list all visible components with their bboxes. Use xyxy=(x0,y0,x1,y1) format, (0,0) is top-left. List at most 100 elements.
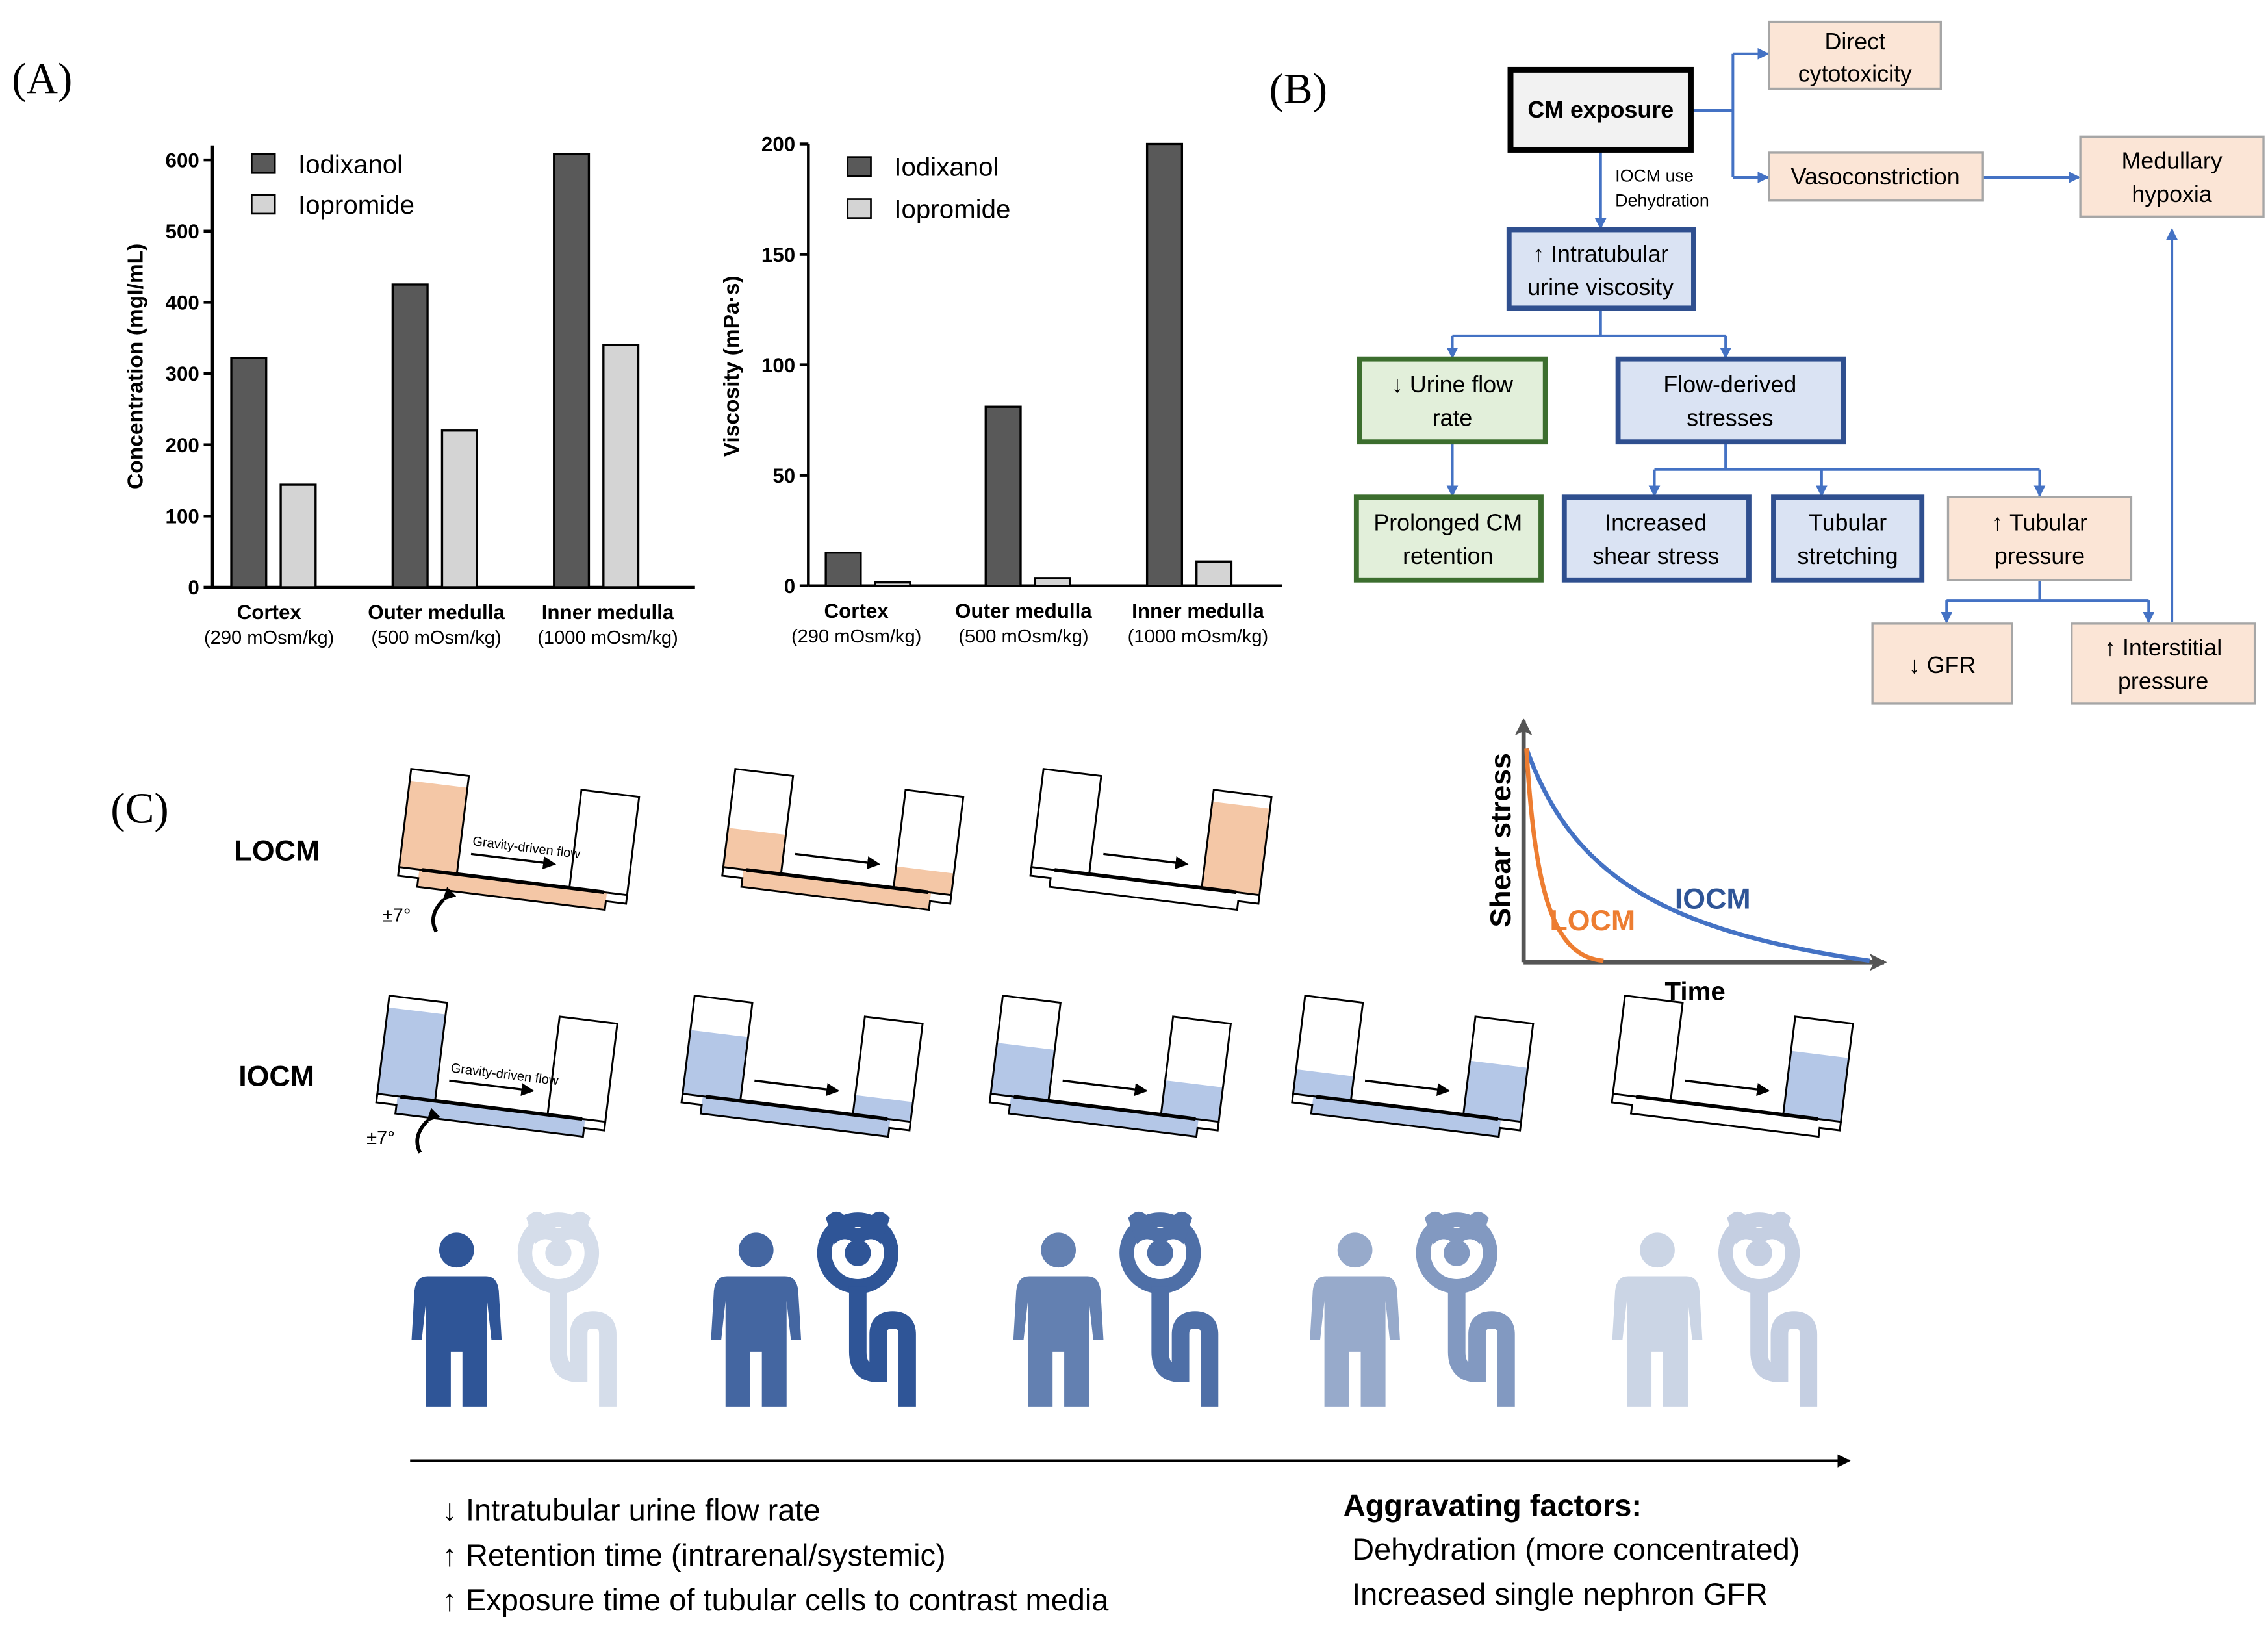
device-channel xyxy=(375,1093,607,1138)
device-channel xyxy=(1291,1093,1522,1138)
category-sublabel: (500 mOsm/kg) xyxy=(958,626,1088,647)
left-reservoir-liquid xyxy=(399,780,468,874)
left-reservoir-liquid xyxy=(1293,1069,1354,1101)
right-reservoir xyxy=(546,1015,618,1123)
cm-exposure-label: CM exposure xyxy=(1527,97,1674,123)
viscosity-line2: urine viscosity xyxy=(1527,274,1674,300)
shear-stress-box xyxy=(1561,494,1752,583)
category-sublabel: (1000 mOsm/kg) xyxy=(537,628,678,648)
tubular-pressure-line1: ↑ Tubular xyxy=(1992,510,2087,536)
device-channel xyxy=(721,867,952,911)
shear-stress-line2: shear stress xyxy=(1592,543,1719,569)
person-body xyxy=(411,1276,502,1407)
nephron-icon xyxy=(1718,1211,1818,1407)
interstitial-pressure-line2: pressure xyxy=(2118,668,2208,694)
category-label: Inner medulla xyxy=(1132,600,1264,622)
right-reservoir-liquid xyxy=(1463,1060,1528,1122)
aggravating-title: Aggravating factors: xyxy=(1344,1488,1642,1523)
y-tick-label: 200 xyxy=(761,133,795,156)
flow-derived-line2: stresses xyxy=(1687,405,1773,431)
device-channel xyxy=(988,1093,1220,1138)
device-channel-fill xyxy=(741,869,932,910)
device-base xyxy=(400,1095,583,1121)
chart2-legend-iodixanol: Iodixanol xyxy=(894,153,999,182)
device-base xyxy=(1054,868,1237,895)
gfr-label: ↓ GFR xyxy=(1909,652,1976,678)
chart2-legend-iopromide: Iopromide xyxy=(894,195,1010,224)
tubular-pressure-box xyxy=(1946,496,2133,581)
right-reservoir xyxy=(568,789,641,897)
effect-exposure-time: ↑ Exposure time of tubular cells to cont… xyxy=(442,1583,1109,1617)
chart1-legend-iodixanol: Iodixanol xyxy=(298,149,403,179)
flow-derived-line1: Flow-derived xyxy=(1663,372,1796,398)
flow-device: Gravity-driven flow xyxy=(375,995,618,1138)
y-tick-label: 200 xyxy=(166,434,199,457)
prolonged-retention-line2: retention xyxy=(1403,543,1493,569)
viscosity-line1: ↑ Intratubular xyxy=(1533,241,1668,267)
connector xyxy=(1452,308,1726,337)
medullary-hypoxia-box xyxy=(2079,135,2265,218)
bar-iodixanol-outer-medulla xyxy=(984,405,1022,587)
device-channel-fill xyxy=(1008,1096,1199,1137)
iocm-note-line2: Dehydration xyxy=(1615,191,1709,210)
flow-device xyxy=(721,767,965,911)
shear-iocm-label: IOCM xyxy=(1675,882,1751,915)
flowchart: CM exposure Direct cytotoxicity Vasocons… xyxy=(1353,20,2265,705)
interstitial-pressure-line1: ↑ Interstitial xyxy=(2104,635,2222,661)
iocm-tilt-arrow-icon xyxy=(415,1108,440,1154)
effect-flow-rate: ↓ Intratubular urine flow rate xyxy=(442,1492,820,1527)
category-label: Outer medulla xyxy=(955,600,1092,622)
tubule xyxy=(1750,1286,1818,1407)
left-reservoir-liquid xyxy=(377,1007,446,1101)
y-tick-label: 500 xyxy=(166,220,199,243)
medullary-hypoxia-line1: Medullary xyxy=(2121,148,2222,174)
person-head xyxy=(1337,1232,1373,1268)
flow-arrow-icon xyxy=(1062,1079,1148,1097)
flow-device xyxy=(1029,767,1273,911)
direct-cytotoxicity-line2: cytotoxicity xyxy=(1798,60,1912,86)
left-reservoir xyxy=(1612,995,1684,1102)
shear-stress-line1: Increased xyxy=(1605,510,1707,536)
person-icon xyxy=(1310,1232,1400,1407)
tubular-stretching-line2: stretching xyxy=(1798,543,1898,569)
chart1-legend-swatch-iodixanol xyxy=(250,153,276,174)
vasoconstriction-box xyxy=(1768,151,1984,202)
iocm-row-label: IOCM xyxy=(238,1060,314,1092)
right-reservoir-liquid xyxy=(893,866,954,895)
connector xyxy=(1654,442,2040,471)
left-reservoir-liquid xyxy=(682,1030,748,1101)
panel-label-c: (C) xyxy=(110,783,168,832)
flow-device: Gravity-driven flow xyxy=(397,767,641,911)
flow-arrow-icon xyxy=(1685,1079,1770,1097)
nephron-icon xyxy=(1416,1211,1515,1407)
afferent-vessel xyxy=(826,1211,890,1247)
person-icon xyxy=(711,1232,802,1407)
iocm-note-line1: IOCM use xyxy=(1615,166,1694,186)
capillary-tuft xyxy=(1444,1240,1470,1266)
iocm-angle-label: ±7° xyxy=(366,1128,395,1149)
medullary-hypoxia-line2: hypoxia xyxy=(2132,181,2211,207)
y-tick-label: 0 xyxy=(784,575,795,598)
tubular-pressure-line2: pressure xyxy=(1994,543,2085,569)
direct-cytotoxicity-line1: Direct xyxy=(1825,29,1886,55)
shear-locm-label: LOCM xyxy=(1549,904,1635,937)
interstitial-pressure-box xyxy=(2071,622,2256,705)
person-head xyxy=(738,1232,774,1268)
gravity-flow-label: Gravity-driven flow xyxy=(472,834,581,861)
capillary-tuft xyxy=(545,1240,572,1266)
device-channel xyxy=(1029,867,1261,911)
flow-arrow-icon xyxy=(1103,852,1189,870)
person-icon xyxy=(411,1232,502,1407)
nephron-icon xyxy=(517,1211,617,1407)
right-reservoir-liquid xyxy=(1161,1080,1223,1122)
capillary-tuft xyxy=(1746,1240,1772,1266)
device-channel-fill xyxy=(1631,1096,1821,1137)
prolonged-retention-box xyxy=(1353,494,1544,583)
person-body xyxy=(711,1276,802,1407)
person-head xyxy=(439,1232,474,1268)
y-tick-label: 150 xyxy=(761,244,795,266)
device-base xyxy=(422,868,605,895)
urine-flow-box xyxy=(1357,356,1548,445)
flow-derived-box xyxy=(1615,356,1846,445)
